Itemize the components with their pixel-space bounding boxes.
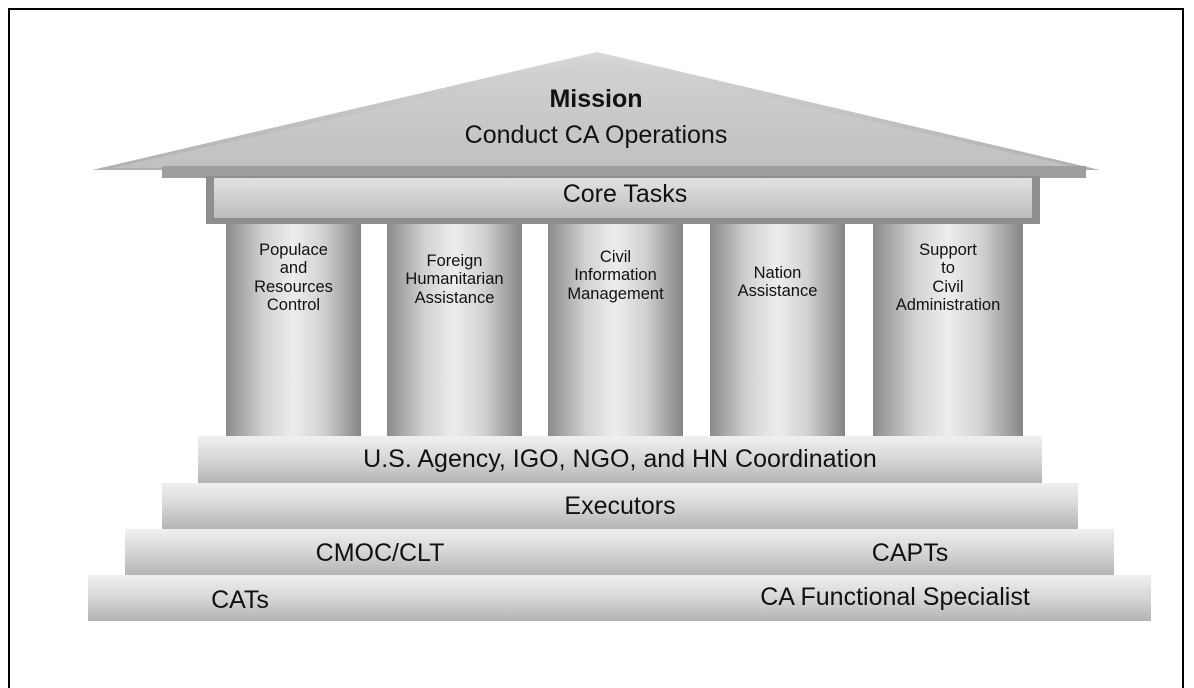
pillar-line: Management — [567, 284, 664, 303]
roof-eave — [162, 166, 1086, 178]
pillar-line: Humanitarian — [405, 270, 504, 289]
step-executors — [162, 483, 1078, 529]
mission-title: Mission — [549, 85, 643, 113]
pillar-label-nation-assistance: Nation Assistance — [710, 264, 845, 301]
pillar-label-civil-information-management: Civil Information Management — [548, 248, 683, 303]
pillar-line: Support — [919, 241, 977, 259]
pillar-line: Foreign — [426, 252, 483, 270]
core-tasks-label: Core Tasks — [562, 180, 688, 208]
pillar-line: Administration — [895, 296, 1001, 315]
pillar-line: Populace — [259, 241, 328, 259]
step-coordination — [198, 436, 1042, 483]
pillar-line: and — [279, 259, 308, 278]
pillar-line: Resources — [254, 277, 333, 296]
step-cats-specialist — [88, 575, 1151, 621]
pillar-column — [710, 224, 845, 436]
pillar-line: Information — [574, 266, 657, 285]
pillar-line: Control — [266, 296, 321, 315]
pillar-line: Civil — [932, 277, 964, 296]
executors-label: Executors — [564, 492, 676, 520]
pillar-line: Assistance — [737, 282, 818, 301]
pillar-line: Assistance — [414, 288, 495, 307]
pillar-column — [873, 224, 1023, 436]
roof-highlight — [112, 60, 1080, 168]
pillar-line: Civil — [599, 248, 632, 266]
pillar-column — [548, 224, 683, 436]
pillar-label-foreign-humanitarian-assistance: Foreign Humanitarian Assistance — [380, 252, 529, 307]
cmoc-clt-label: CMOC/CLT — [315, 539, 445, 567]
mission-subtitle: Conduct CA Operations — [464, 121, 728, 149]
pillar-label-support-civil-administration: Support to Civil Administration — [866, 241, 1030, 315]
core-tasks-beam-face — [214, 178, 1032, 218]
pillar-column — [387, 224, 522, 436]
capts-label: CAPTs — [871, 539, 949, 567]
pillar-label-populace-resources-control: Populace and Resources Control — [226, 241, 361, 315]
cats-label: CATs — [211, 586, 269, 614]
pillar-line: to — [941, 259, 955, 278]
figure-frame — [8, 8, 1184, 688]
pillar-column — [226, 224, 361, 436]
ca-functional-specialist-label: CA Functional Specialist — [760, 583, 1030, 611]
step-cmoc-capts — [125, 529, 1114, 575]
temple-diagram — [88, 52, 1151, 621]
coordination-label: U.S. Agency, IGO, NGO, and HN Coordinati… — [363, 445, 877, 473]
pillar-line: Nation — [753, 264, 802, 282]
